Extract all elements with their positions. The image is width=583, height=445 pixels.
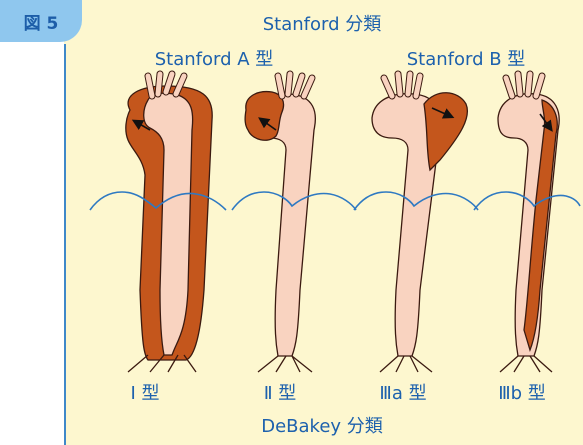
iliac-bifurcation	[128, 355, 196, 372]
dissection-false-lumen	[424, 93, 467, 170]
dissection-false-lumen	[245, 92, 283, 141]
aorta-type-1	[126, 74, 212, 372]
aorta-type-2	[245, 74, 315, 372]
aorta-type-3b	[498, 74, 559, 372]
iliac-bifurcation	[258, 356, 312, 372]
iliac-bifurcation	[380, 356, 432, 372]
iliac-bifurcation	[500, 356, 552, 372]
aorta-type-3a	[372, 74, 467, 372]
